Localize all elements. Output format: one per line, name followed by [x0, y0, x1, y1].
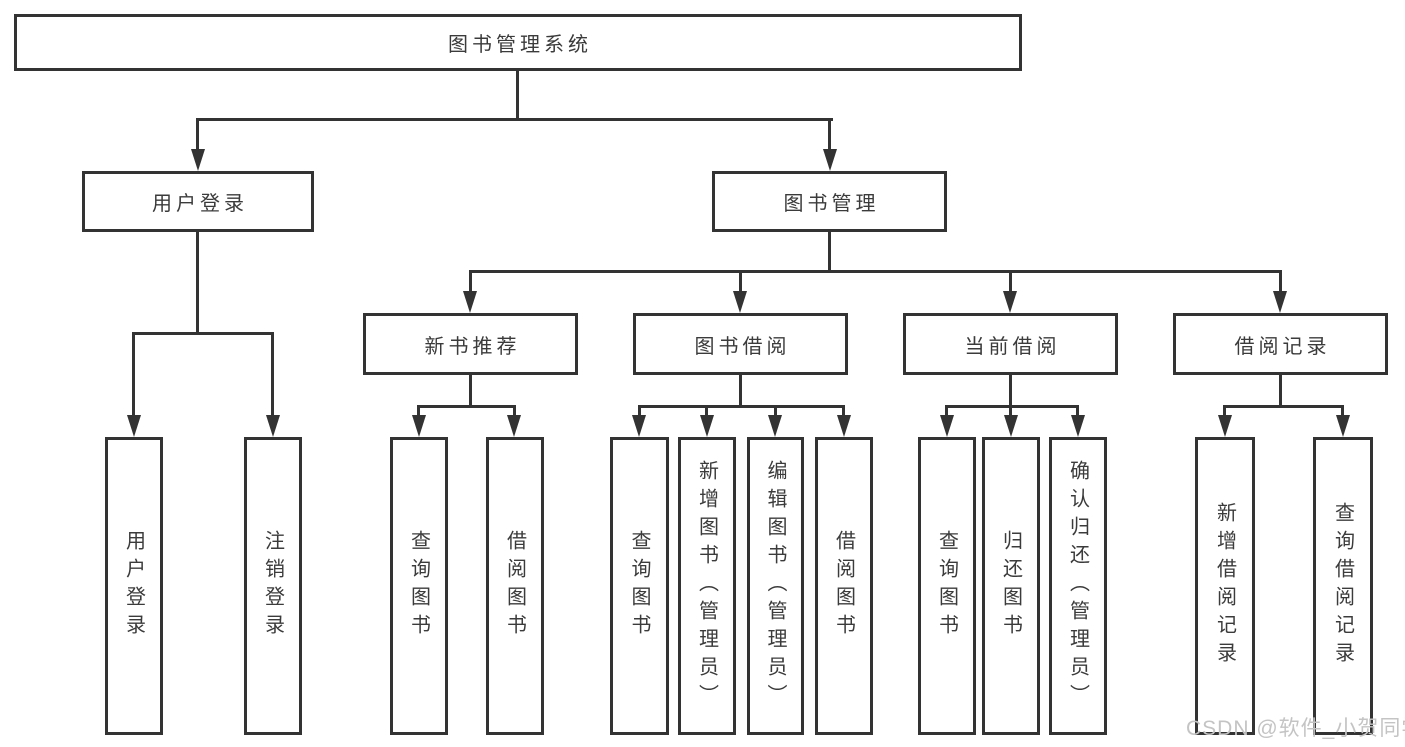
connector-line: [132, 332, 274, 335]
connector-line: [1279, 270, 1282, 293]
leaf-borrow-books-borrowing: 借阅图书: [815, 437, 873, 735]
leaf-query-books-recommend: 查询图书: [390, 437, 448, 735]
connector-line: [1009, 405, 1012, 417]
connector-line: [945, 405, 948, 417]
csdn-watermark: CSDN @软件_小贺同学: [1186, 717, 1405, 740]
connector-line: [638, 405, 641, 417]
connector-line: [945, 405, 1079, 408]
arrow-down-icon: [507, 415, 521, 437]
arrow-down-icon: [632, 415, 646, 437]
leaf-query-books-current: 查询图书: [918, 437, 976, 735]
connector-line: [1223, 405, 1344, 408]
connector-line: [774, 405, 777, 417]
arrow-down-icon: [412, 415, 426, 437]
arrow-down-icon: [700, 415, 714, 437]
connector-line: [739, 375, 742, 408]
node-book-management: 图书管理: [712, 171, 947, 232]
connector-line: [196, 232, 199, 335]
connector-line: [739, 270, 742, 293]
connector-line: [842, 405, 845, 417]
arrow-down-icon: [940, 415, 954, 437]
arrow-down-icon: [1336, 415, 1350, 437]
arrow-down-icon: [127, 415, 141, 437]
connector-line: [196, 118, 199, 151]
connector-line: [469, 270, 1282, 273]
leaf-confirm-return-admin: 确认归还（管理员）: [1049, 437, 1107, 735]
connector-line: [828, 232, 831, 273]
arrow-down-icon: [768, 415, 782, 437]
connector-line: [271, 332, 274, 416]
leaf-edit-book-admin: 编辑图书（管理员）: [747, 437, 804, 735]
node-borrowing-records: 借阅记录: [1173, 313, 1388, 375]
leaf-logout: 注销登录: [244, 437, 302, 735]
connector-line: [1076, 405, 1079, 417]
arrow-down-icon: [1218, 415, 1232, 437]
leaf-user-login: 用户登录: [105, 437, 163, 735]
connector-line: [132, 332, 135, 416]
leaf-query-borrow-record: 查询借阅记录: [1313, 437, 1373, 735]
arrow-down-icon: [823, 149, 837, 171]
node-user-login: 用户登录: [82, 171, 314, 232]
leaf-add-book-admin: 新增图书（管理员）: [678, 437, 736, 735]
connector-line: [1009, 375, 1012, 408]
connector-line: [1009, 270, 1012, 293]
connector-line: [705, 405, 708, 417]
node-library-management-system: 图书管理系统: [14, 14, 1022, 71]
leaf-query-books-borrowing: 查询图书: [610, 437, 669, 735]
arrow-down-icon: [463, 291, 477, 313]
arrow-down-icon: [1003, 291, 1017, 313]
node-new-book-recommendation: 新书推荐: [363, 313, 578, 375]
connector-line: [469, 270, 472, 293]
connector-line: [828, 118, 831, 151]
arrow-down-icon: [1273, 291, 1287, 313]
arrow-down-icon: [1071, 415, 1085, 437]
connector-line: [513, 405, 516, 417]
arrow-down-icon: [1004, 415, 1018, 437]
arrow-down-icon: [733, 291, 747, 313]
leaf-return-books: 归还图书: [982, 437, 1040, 735]
connector-line: [1341, 405, 1344, 417]
arrow-down-icon: [837, 415, 851, 437]
connector-line: [417, 405, 420, 417]
leaf-add-borrow-record: 新增借阅记录: [1195, 437, 1255, 735]
arrow-down-icon: [266, 415, 280, 437]
connector-line: [1279, 375, 1282, 408]
node-current-borrowing: 当前借阅: [903, 313, 1118, 375]
connector-line: [469, 375, 472, 408]
connector-line: [417, 405, 516, 408]
node-book-borrowing: 图书借阅: [633, 313, 848, 375]
connector-line: [516, 70, 519, 121]
connector-line: [1223, 405, 1226, 417]
connector-line: [638, 405, 845, 408]
arrow-down-icon: [191, 149, 205, 171]
leaf-borrow-books-recommend: 借阅图书: [486, 437, 544, 735]
connector-line: [196, 118, 833, 121]
